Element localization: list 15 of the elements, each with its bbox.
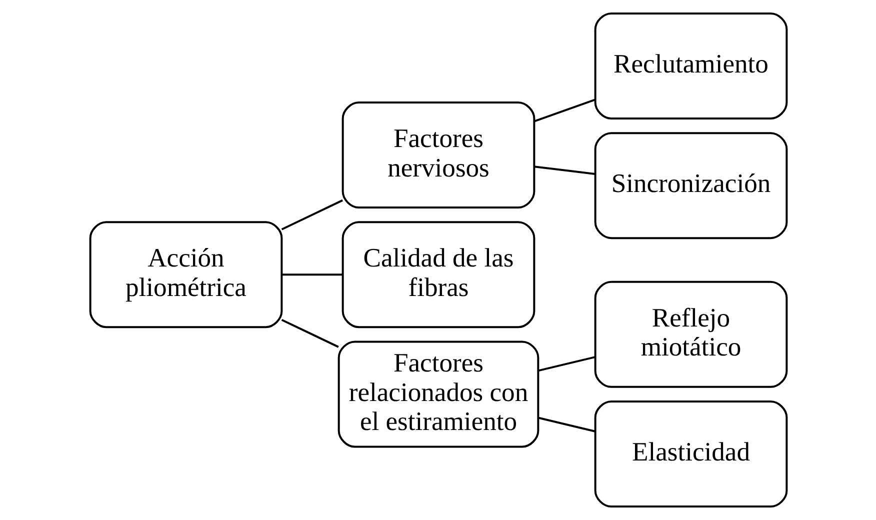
connector [280, 318, 338, 348]
node-box: Reflejo miotático [594, 280, 788, 388]
node-box: Factores nerviosos [341, 102, 535, 208]
connector [537, 356, 595, 372]
node-box: Elasticidad [594, 400, 788, 508]
connector [281, 274, 342, 276]
node-box: Sincronización [594, 132, 788, 240]
node-box: Factores relacionados con el estiramiento [337, 340, 539, 448]
node-box: Calidad de las fibras [341, 221, 535, 328]
node-box: Reclutamiento [594, 12, 788, 120]
connector [533, 98, 595, 122]
connector [280, 199, 342, 230]
connector [534, 166, 595, 175]
connector [537, 416, 595, 432]
node-box: Acción pliométrica [88, 221, 282, 328]
